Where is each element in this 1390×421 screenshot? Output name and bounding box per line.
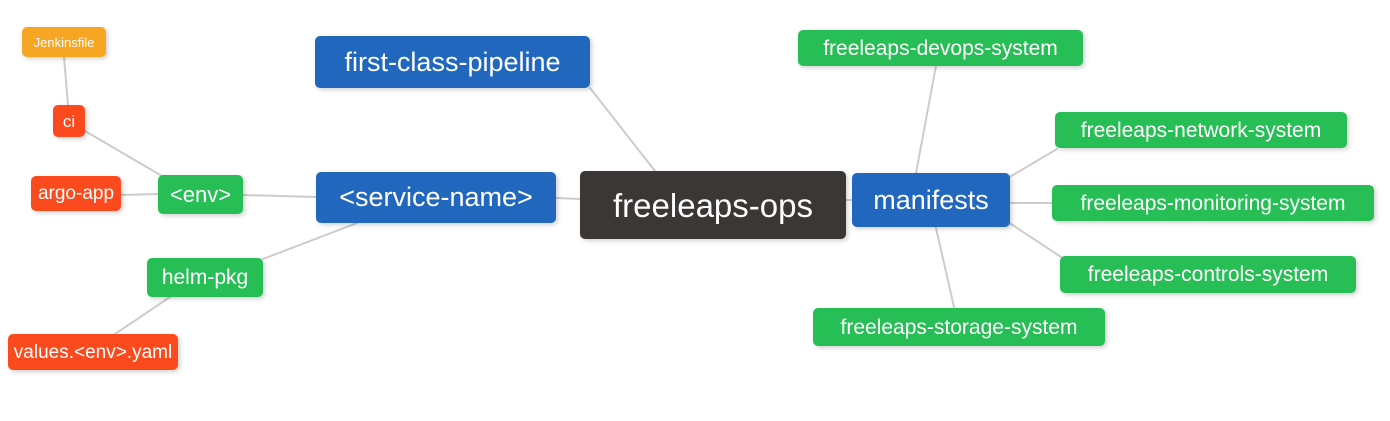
edge-ci-env bbox=[84, 130, 163, 177]
node-devops-system[interactable]: freeleaps-devops-system bbox=[798, 30, 1083, 66]
node-monitoring-system[interactable]: freeleaps-monitoring-system bbox=[1052, 185, 1374, 221]
node-service-name[interactable]: <service-name> bbox=[316, 172, 556, 223]
edge-argo-app-env bbox=[120, 193, 159, 196]
node-env[interactable]: <env> bbox=[158, 175, 243, 214]
edge-service-name-freeleaps-ops bbox=[555, 197, 581, 200]
edge-manifests-storage-system bbox=[935, 227, 955, 308]
node-values-env-yaml[interactable]: values.<env>.yaml bbox=[8, 334, 178, 370]
edge-devops-system-manifests bbox=[915, 65, 937, 174]
edge-first-class-pipeline-freeleaps-ops bbox=[589, 87, 656, 172]
node-manifests[interactable]: manifests bbox=[852, 173, 1010, 227]
node-network-system[interactable]: freeleaps-network-system bbox=[1055, 112, 1347, 148]
node-controls-system[interactable]: freeleaps-controls-system bbox=[1060, 256, 1356, 293]
node-argo-app[interactable]: argo-app bbox=[31, 176, 121, 211]
edge-env-service-name bbox=[242, 194, 317, 198]
node-first-class-pipeline[interactable]: first-class-pipeline bbox=[315, 36, 590, 88]
edge-values-env-yaml-helm-pkg bbox=[114, 296, 171, 335]
node-ci[interactable]: ci bbox=[53, 105, 85, 137]
node-storage-system[interactable]: freeleaps-storage-system bbox=[813, 308, 1105, 346]
node-freeleaps-ops[interactable]: freeleaps-ops bbox=[580, 171, 846, 239]
edge-helm-pkg-service-name bbox=[262, 222, 358, 260]
node-jenkinsfile[interactable]: Jenkinsfile bbox=[22, 27, 106, 57]
edge-jenkinsfile-ci bbox=[63, 56, 69, 106]
edge-manifests-controls-system bbox=[1007, 221, 1062, 258]
edge-manifests-network-system bbox=[1007, 148, 1058, 179]
node-helm-pkg[interactable]: helm-pkg bbox=[147, 258, 263, 297]
